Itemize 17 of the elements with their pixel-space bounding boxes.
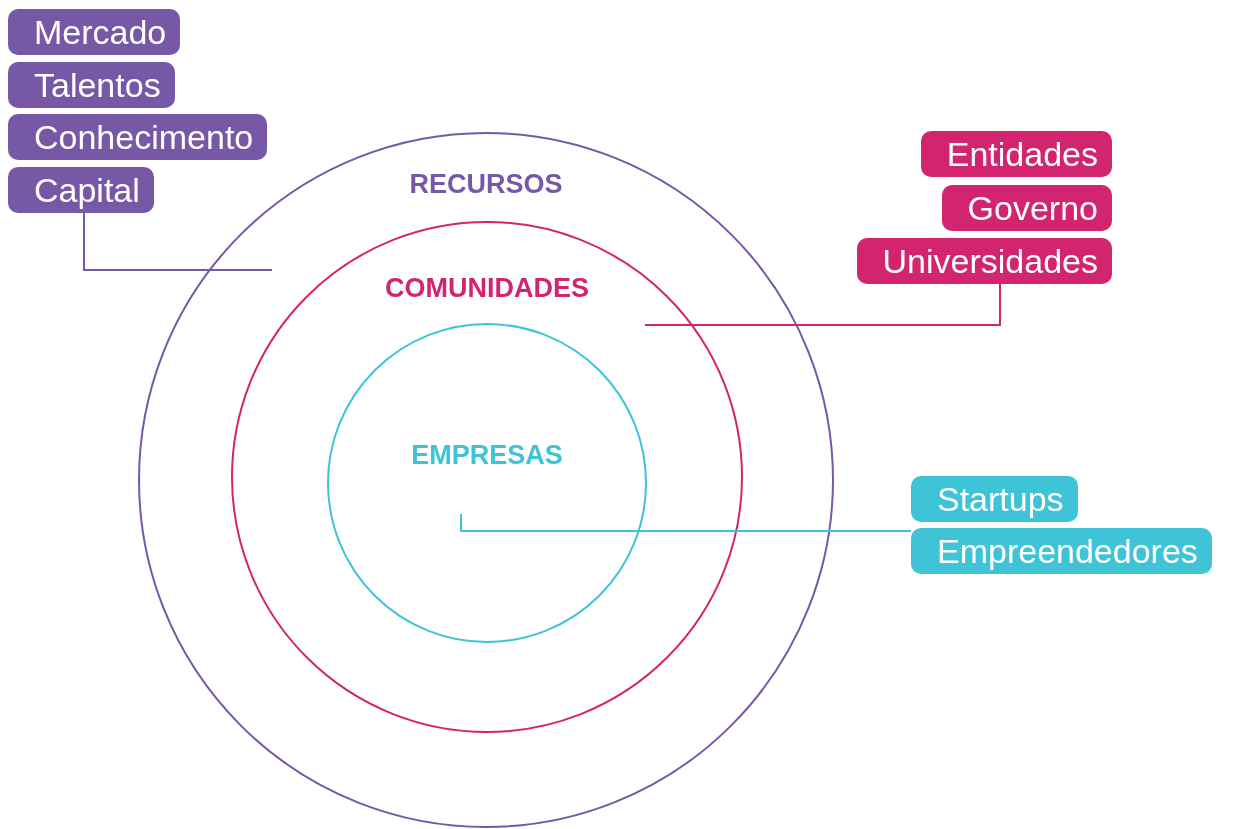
ring-label: COMUNIDADES: [385, 273, 589, 303]
tag-label: Mercado: [8, 9, 181, 55]
leader-line: [460, 513, 912, 532]
leader-line: [83, 212, 273, 271]
tag-label: Conhecimento: [8, 114, 268, 160]
leader-line: [644, 283, 1001, 326]
tag-label: Startups: [911, 476, 1078, 522]
tag-label: Universidades: [856, 238, 1112, 284]
tag-label: Governo: [941, 185, 1112, 231]
tag-label: Talentos: [8, 62, 175, 108]
tag-label: Empreendedores: [911, 528, 1212, 574]
tag-label: Entidades: [920, 131, 1112, 177]
circle-ring: [327, 323, 647, 643]
ring-label: RECURSOS: [409, 169, 563, 199]
circle-ring: [231, 221, 743, 733]
tag-label: Capital: [8, 167, 154, 213]
ring-label: EMPRESAS: [411, 440, 563, 470]
